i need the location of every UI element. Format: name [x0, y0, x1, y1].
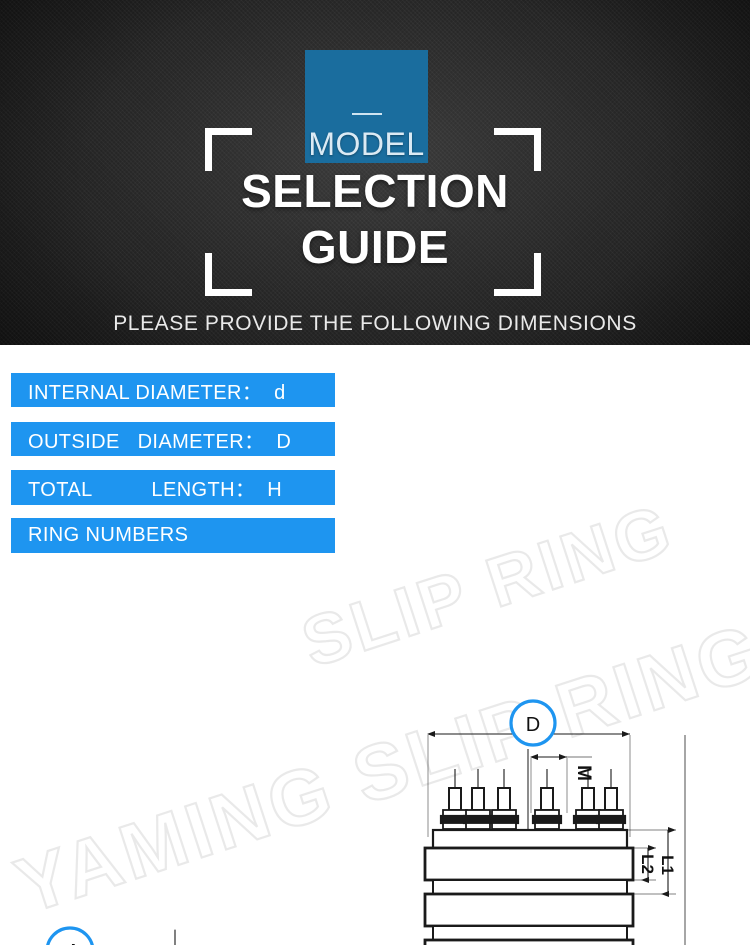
terminal-posts	[439, 769, 627, 839]
technical-drawing: YAMING SLIP RING SLIP RING	[0, 345, 750, 945]
spec-item-total-length: TOTAL LENGTH： H	[11, 470, 335, 505]
dimension-L1	[627, 827, 676, 897]
callout-label-d: d	[64, 942, 76, 945]
title-line-guide: GUIDE	[300, 221, 450, 273]
terminal-post	[572, 769, 604, 839]
ring-band	[423, 846, 635, 882]
ring-stack	[423, 846, 635, 945]
bracket-frame	[205, 128, 541, 296]
model-badge-label: MODEL	[308, 126, 425, 162]
bracket-corner-top-left	[205, 128, 252, 171]
callout-label-M: M	[573, 765, 594, 781]
dimension-M	[530, 754, 592, 813]
callout-label-L1: L1	[658, 855, 677, 875]
ring-spacer	[432, 879, 628, 895]
ring-band	[423, 892, 635, 928]
header-banner: MODEL SELECTION GUIDE PLEASE PROVIDE THE…	[0, 0, 750, 345]
badge-divider-line	[351, 113, 382, 115]
callout-bubble-d: d	[46, 926, 94, 945]
bracket-corner-top-right	[494, 128, 541, 171]
ring-band	[423, 938, 635, 945]
callout-circle-D	[509, 699, 557, 747]
title-line-selection: SELECTION	[241, 165, 509, 217]
terminal-post	[488, 769, 520, 839]
callout-bubble-D: D	[509, 699, 557, 747]
callout-circle-d	[46, 926, 94, 945]
banner-subtitle: PLEASE PROVIDE THE FOLLOWING DIMENSIONS	[113, 312, 637, 335]
model-badge: MODEL	[305, 50, 428, 163]
terminal-base-plate	[431, 828, 629, 850]
ring-spacer	[432, 925, 628, 941]
callout-label-L2: L2	[638, 854, 657, 874]
dimension-L2	[627, 845, 656, 883]
spec-item-internal-diameter: INTERNAL DIAMETER： d	[11, 373, 335, 407]
terminal-post	[595, 769, 627, 839]
terminal-post	[531, 769, 563, 839]
spec-item-ring-numbers: RING NUMBERS	[11, 518, 335, 553]
bracket-corner-bottom-right	[494, 253, 541, 296]
spec-item-outside-diameter: OUTSIDE DIAMETER： D	[11, 422, 335, 456]
terminal-post	[439, 769, 471, 839]
slip-ring-side-view	[423, 749, 635, 945]
bracket-corner-bottom-left	[205, 253, 252, 296]
callout-label-D: D	[526, 714, 540, 736]
terminal-post	[462, 769, 494, 839]
